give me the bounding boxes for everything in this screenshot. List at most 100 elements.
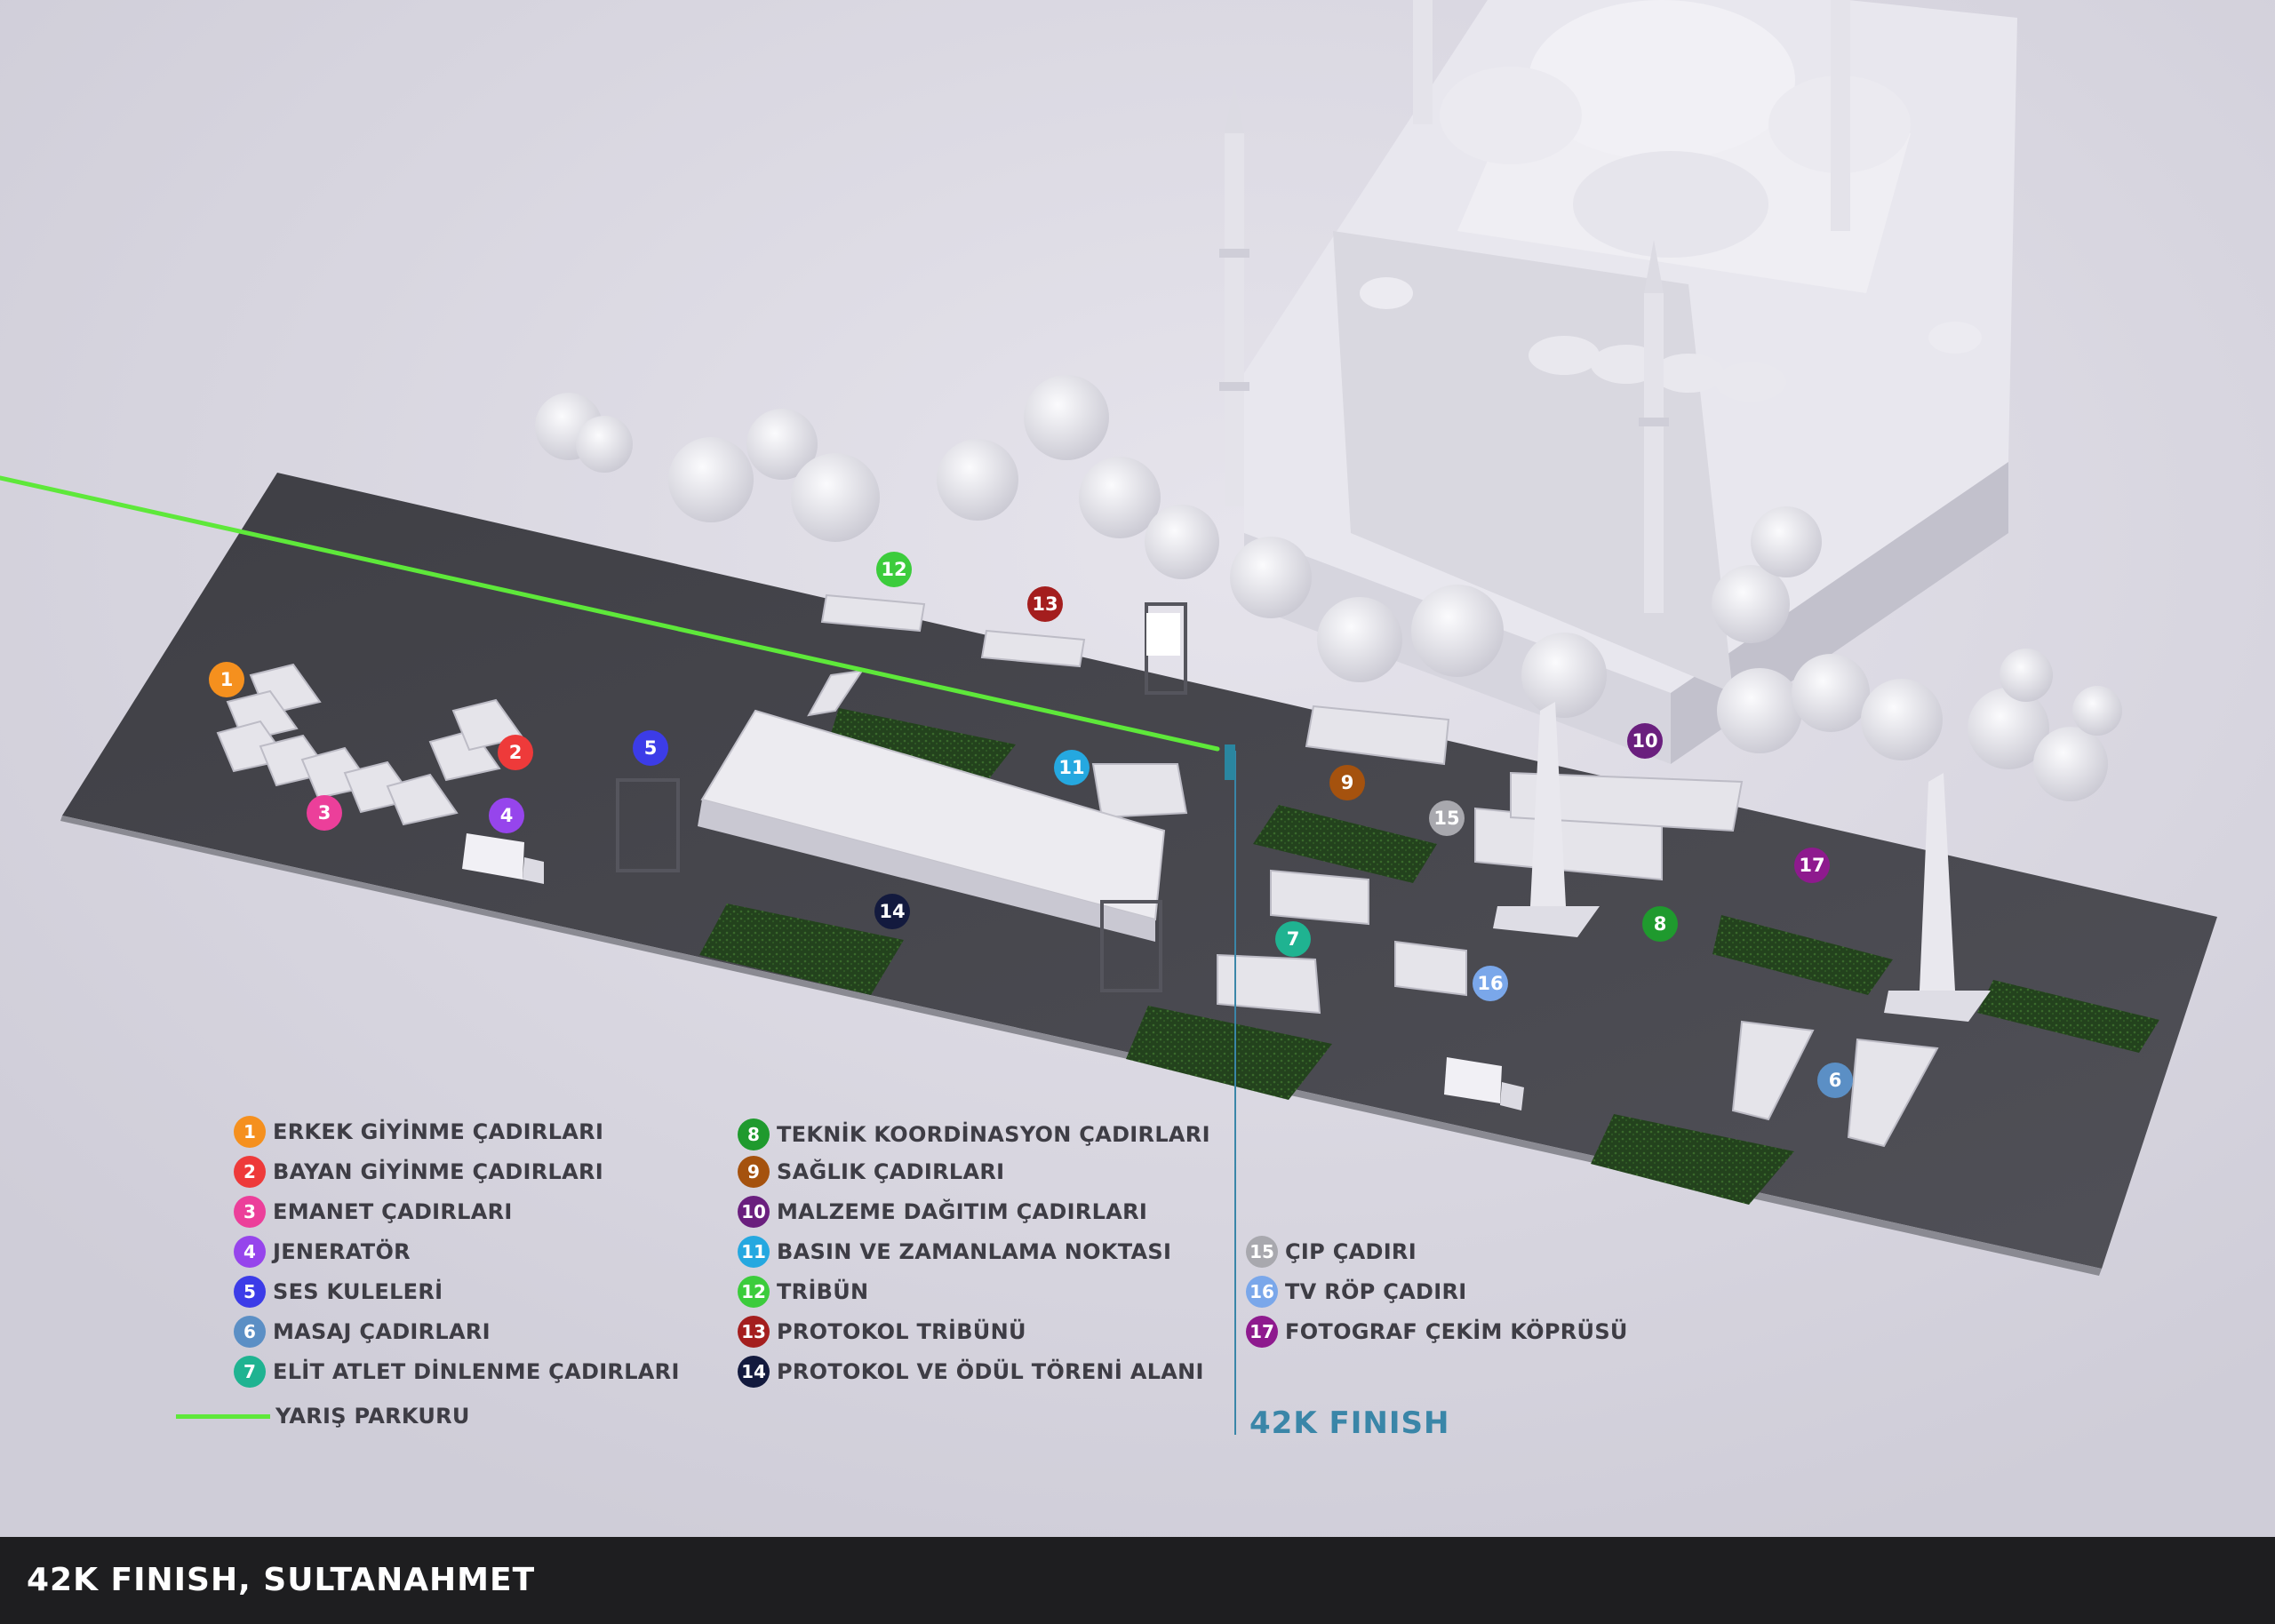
legend-label: SES KULELERİ — [273, 1279, 443, 1304]
legend-badge: 1 — [234, 1116, 266, 1148]
legend-label: JENERATÖR — [273, 1239, 411, 1264]
map-marker-circle — [876, 552, 912, 587]
race-course-line — [0, 475, 1220, 752]
finish-label: 42K FINISH — [1249, 1405, 1450, 1441]
map-marker-1: 1 — [209, 662, 244, 697]
map-marker-circle — [1627, 723, 1663, 759]
map-marker-circle — [1027, 586, 1063, 622]
map-marker-number: 5 — [644, 737, 658, 759]
map-marker-circle — [1817, 1063, 1853, 1098]
legend-badge: 8 — [738, 1118, 770, 1150]
legend-label: FOTOGRAF ÇEKİM KÖPRÜSÜ — [1285, 1319, 1628, 1344]
legend-label: ÇIP ÇADIRI — [1285, 1239, 1417, 1264]
legend-label: TEKNİK KOORDİNASYON ÇADIRLARI — [777, 1122, 1210, 1147]
map-marker-circle — [1473, 966, 1508, 1001]
legend-item-6: 6 MASAJ ÇADIRLARI — [234, 1314, 491, 1349]
legend-item-2: 2 BAYAN GİYİNME ÇADIRLARI — [234, 1154, 603, 1190]
map-marker-circle — [489, 798, 524, 833]
footer-title: 42K FINISH, SULTANAHMET — [27, 1562, 536, 1598]
map-marker-circle — [307, 795, 342, 831]
map-marker-circle — [1429, 800, 1465, 836]
map-marker-circle — [1794, 848, 1830, 883]
legend-badge: 13 — [738, 1316, 770, 1348]
map-marker-16: 16 — [1473, 966, 1508, 1001]
footer-bar: 42K FINISH, SULTANAHMET — [0, 1537, 2275, 1624]
legend-item-16: 16 TV RÖP ÇADIRI — [1246, 1274, 1466, 1310]
legend-badge: 16 — [1246, 1276, 1278, 1308]
legend-label: SAĞLIK ÇADIRLARI — [777, 1159, 1005, 1184]
timing-post — [1225, 744, 1235, 780]
map-marker-circle — [209, 662, 244, 697]
map-marker-number: 12 — [881, 559, 906, 580]
legend-item-17: 17 FOTOGRAF ÇEKİM KÖPRÜSÜ — [1246, 1314, 1628, 1349]
map-marker-number: 1 — [220, 669, 234, 690]
legend-item-11: 11 BASIN VE ZAMANLAMA NOKTASI — [738, 1234, 1171, 1270]
legend-label: TRİBÜN — [777, 1279, 869, 1304]
map-marker-4: 4 — [489, 798, 524, 833]
legend-badge: 5 — [234, 1276, 266, 1308]
map-marker-number: 9 — [1341, 772, 1354, 793]
legend-badge: 14 — [738, 1356, 770, 1388]
map-marker-2: 2 — [498, 735, 533, 770]
map-marker-number: 3 — [318, 802, 331, 824]
minarets — [1219, 0, 1850, 613]
map-marker-15: 15 — [1429, 800, 1465, 836]
map-marker-9: 9 — [1329, 765, 1365, 800]
legend-item-8: 8 TEKNİK KOORDİNASYON ÇADIRLARI — [738, 1117, 1210, 1152]
legend-label: ERKEK GİYİNME ÇADIRLARI — [273, 1119, 604, 1144]
legend-item-14: 14 PROTOKOL VE ÖDÜL TÖRENİ ALANI — [738, 1354, 1204, 1389]
map-marker-number: 8 — [1654, 913, 1667, 935]
map-marker-6: 6 — [1817, 1063, 1853, 1098]
legend-label: BASIN VE ZAMANLAMA NOKTASI — [777, 1239, 1172, 1264]
legend-badge: 17 — [1246, 1316, 1278, 1348]
map-marker-number: 15 — [1433, 808, 1459, 829]
legend-item-4: 4 JENERATÖR — [234, 1234, 411, 1270]
legend-badge: 2 — [234, 1156, 266, 1188]
legend-label: PROTOKOL VE ÖDÜL TÖRENİ ALANI — [777, 1359, 1204, 1384]
map-marker-number: 14 — [879, 901, 905, 922]
map-marker-10: 10 — [1627, 723, 1663, 759]
map-marker-number: 7 — [1287, 928, 1300, 950]
race-course-swatch — [176, 1413, 270, 1419]
grass-patches — [699, 708, 2159, 1205]
map-marker-number: 2 — [509, 742, 523, 763]
tents — [216, 593, 1939, 1148]
legend-badge: 11 — [738, 1236, 770, 1268]
main-hall-tent — [698, 709, 1166, 942]
map-marker-number: 13 — [1032, 593, 1058, 615]
legend-label: PROTOKOL TRİBÜNÜ — [777, 1319, 1026, 1344]
map-marker-circle — [498, 735, 533, 770]
legend-item-15: 15 ÇIP ÇADIRI — [1246, 1234, 1417, 1270]
legend-item-1: 1 ERKEK GİYİNME ÇADIRLARI — [234, 1114, 603, 1150]
legend-label: TV RÖP ÇADIRI — [1285, 1279, 1467, 1304]
trucks — [462, 833, 1524, 1111]
legend-label: MALZEME DAĞITIM ÇADIRLARI — [777, 1199, 1148, 1224]
map-marker-number: 17 — [1799, 855, 1824, 876]
map-marker-number: 11 — [1058, 757, 1084, 778]
obelisks — [1493, 702, 1991, 1022]
legend-item-13: 13 PROTOKOL TRİBÜNÜ — [738, 1314, 1026, 1349]
legend-label: EMANET ÇADIRLARI — [273, 1199, 513, 1224]
legend-badge: 4 — [234, 1236, 266, 1268]
map-marker-number: 10 — [1632, 730, 1657, 752]
map-marker-circle — [633, 730, 668, 766]
legend-label: MASAJ ÇADIRLARI — [273, 1319, 491, 1344]
map-marker-5: 5 — [633, 730, 668, 766]
map-marker-12: 12 — [876, 552, 912, 587]
legend-label: BAYAN GİYİNME ÇADIRLARI — [273, 1159, 604, 1184]
legend-badge: 6 — [234, 1316, 266, 1348]
map-marker-number: 4 — [500, 805, 514, 826]
road-edge — [60, 816, 2102, 1276]
map-marker-13: 13 — [1027, 586, 1063, 622]
legend-badge: 15 — [1246, 1236, 1278, 1268]
legend-badge: 12 — [738, 1276, 770, 1308]
legend-label: ELİT ATLET DİNLENME ÇADIRLARI — [273, 1359, 680, 1384]
trees — [535, 375, 2122, 801]
map-marker-circle — [1054, 750, 1090, 785]
